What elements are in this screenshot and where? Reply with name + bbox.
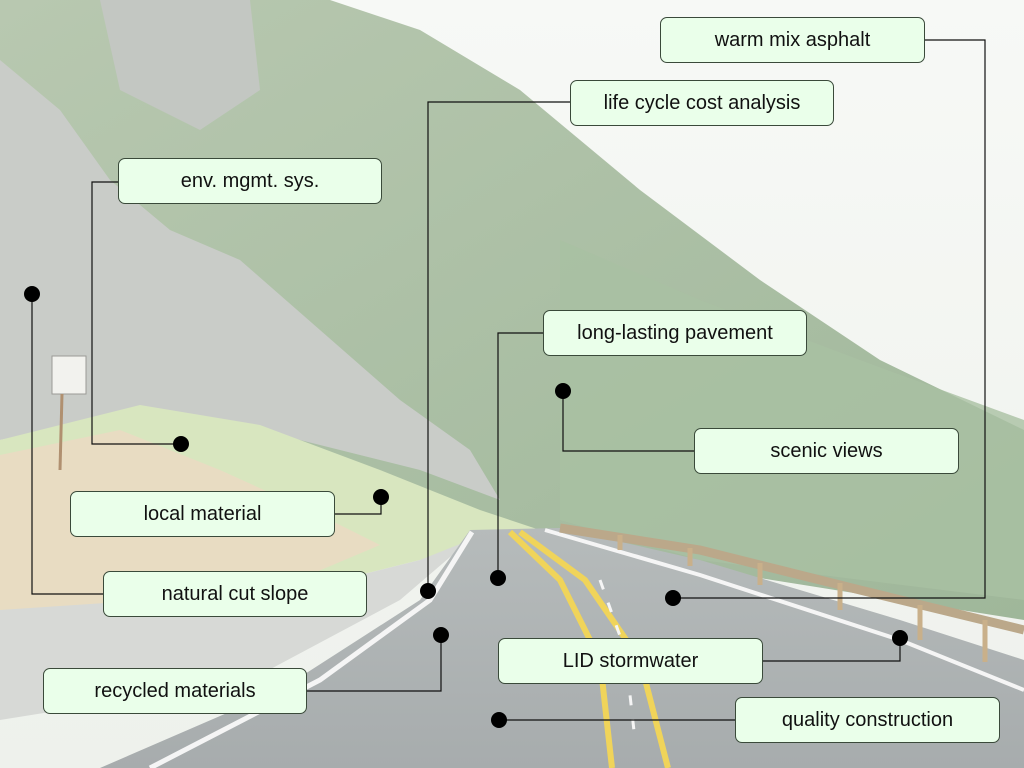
label-long-lasting-pavement: long-lasting pavement [543,310,807,356]
label-env-mgmt-sys: env. mgmt. sys. [118,158,382,204]
label-natural-cut-slope: natural cut slope [103,571,367,617]
label-local-material: local material [70,491,335,537]
label-lid-stormwater: LID stormwater [498,638,763,684]
label-life-cycle-cost-analysis: life cycle cost analysis [570,80,834,126]
label-recycled-materials: recycled materials [43,668,307,714]
label-scenic-views: scenic views [694,428,959,474]
label-warm-mix-asphalt: warm mix asphalt [660,17,925,63]
label-quality-construction: quality construction [735,697,1000,743]
